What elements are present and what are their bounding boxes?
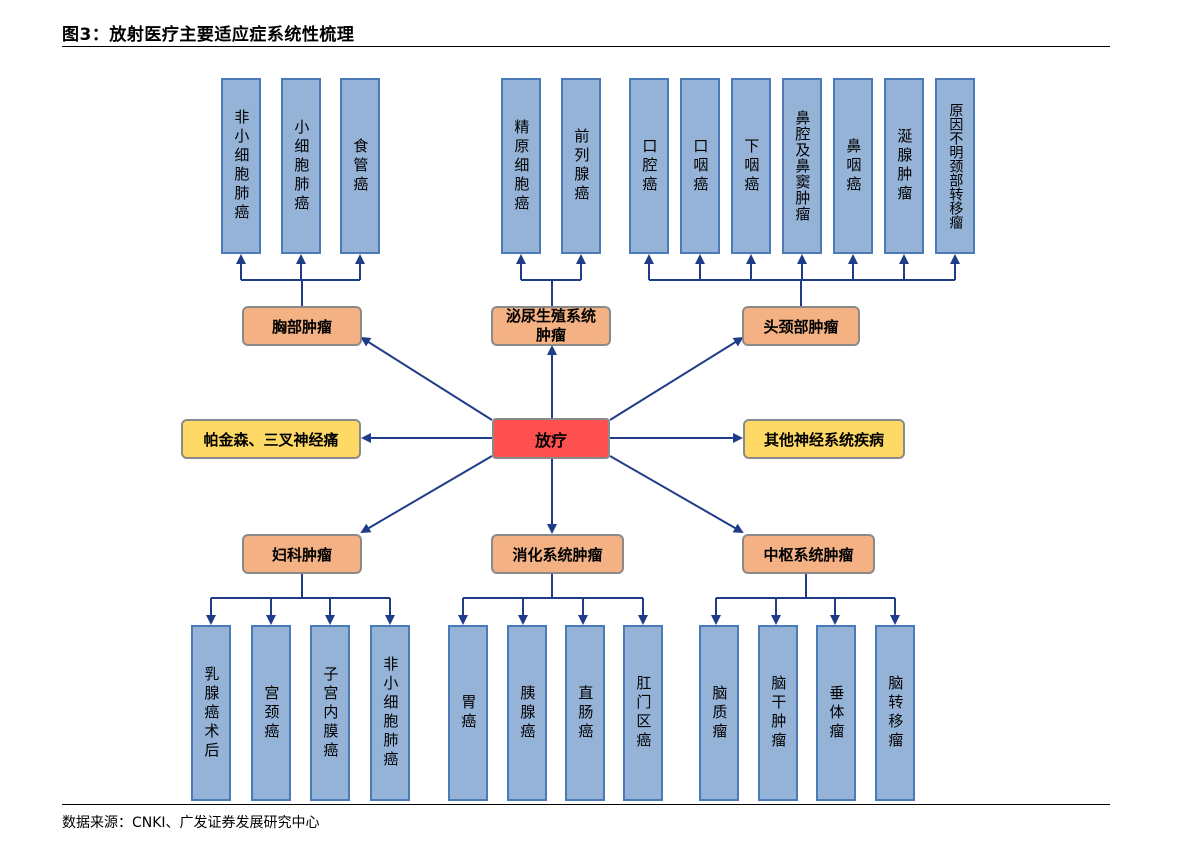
top-rule <box>62 46 1110 47</box>
bottom-rule <box>62 804 1110 805</box>
category-head-neck-tumor: 头颈部肿瘤 <box>742 306 860 346</box>
leaf-glioma: 脑质瘤 <box>699 625 739 801</box>
leaf-hypopharyngeal-cancer: 下咽癌 <box>731 78 771 254</box>
arrow-to-chest <box>360 336 493 421</box>
leaf-unknown-primary-neck-metastasis: 原因不明颈部转移瘤 <box>935 78 975 254</box>
leaf-sclc: 小细胞肺癌 <box>281 78 321 254</box>
leaf-pancreatic-cancer: 胰腺癌 <box>507 625 547 801</box>
category-digestive-tumor: 消化系统肿瘤 <box>491 534 624 574</box>
leaf-nasopharyngeal-cancer: 鼻咽癌 <box>833 78 873 254</box>
leaf-post-mastectomy: 乳腺癌术后 <box>191 625 231 801</box>
arrow-to-headneck <box>609 336 744 421</box>
category-cns-tumor: 中枢系统肿瘤 <box>742 534 875 574</box>
leaf-esophageal-cancer: 食管癌 <box>340 78 380 254</box>
leaf-nsclc: 非小细胞肺癌 <box>221 78 261 254</box>
side-node-parkinson-trigeminal: 帕金森、三叉神经痛 <box>181 419 361 459</box>
leaf-brainstem-tumor: 脑干肿瘤 <box>758 625 798 801</box>
leaf-cervical-cancer: 宫颈癌 <box>251 625 291 801</box>
category-chest-tumor: 胸部肿瘤 <box>242 306 362 346</box>
category-gynecologic-tumor: 妇科肿瘤 <box>242 534 362 574</box>
leaf-brain-metastasis: 脑转移瘤 <box>875 625 915 801</box>
leaf-seminoma: 精原细胞癌 <box>501 78 541 254</box>
leaf-nasal-sinus-tumor: 鼻腔及鼻窦肿瘤 <box>782 78 822 254</box>
leaf-gastric-cancer: 胃癌 <box>448 625 488 801</box>
leaf-anal-cancer: 肛门区癌 <box>623 625 663 801</box>
leaf-rectal-cancer: 直肠癌 <box>565 625 605 801</box>
leaf-oral-cancer: 口腔癌 <box>629 78 669 254</box>
leaf-salivary-gland-tumor: 涎腺肿瘤 <box>884 78 924 254</box>
arrow-to-gyn <box>360 455 493 534</box>
side-node-other-neurological: 其他神经系统疾病 <box>743 419 905 459</box>
leaf-prostate-cancer: 前列腺癌 <box>561 78 601 254</box>
leaf-pituitary-tumor: 垂体瘤 <box>816 625 856 801</box>
leaf-oropharyngeal-cancer: 口咽癌 <box>680 78 720 254</box>
leaf-nsclc-lower: 非小细胞肺癌 <box>370 625 410 801</box>
arrow-to-cns <box>609 455 744 533</box>
center-node-radiotherapy: 放疗 <box>492 418 610 459</box>
source-note: 数据来源：CNKI、广发证券发展研究中心 <box>62 815 320 831</box>
figure-title: 图3：放射医疗主要适应症系统性梳理 <box>62 25 355 45</box>
category-urogenital-tumor: 泌尿生殖系统肿瘤 <box>491 306 611 346</box>
leaf-endometrial-cancer: 子宫内膜癌 <box>310 625 350 801</box>
